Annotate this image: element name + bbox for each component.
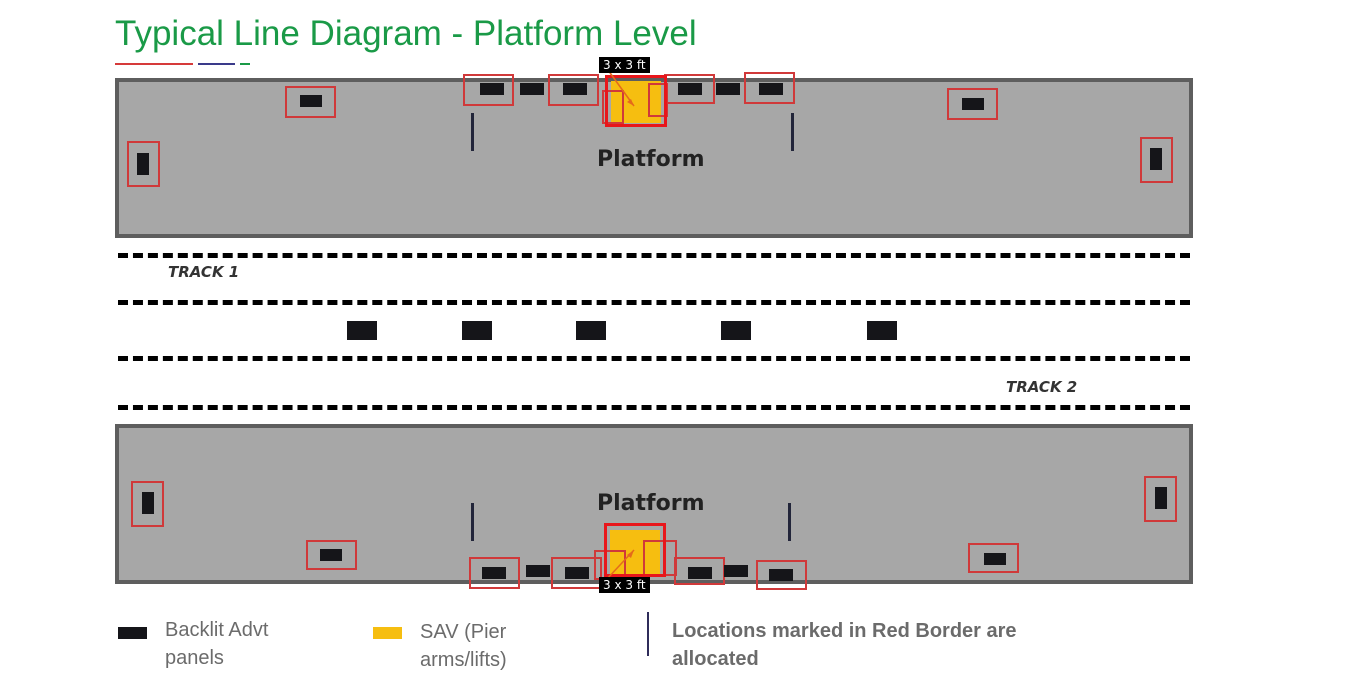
- red-border-marker: [306, 540, 357, 570]
- backlit-panel: [721, 321, 751, 340]
- legend-backlit-line1: Backlit Advt: [165, 619, 269, 641]
- track-rail: [118, 356, 1190, 361]
- backlit-panel: [724, 565, 748, 577]
- red-border-marker: [648, 83, 668, 117]
- backlit-panel: [962, 98, 984, 110]
- backlit-panel: [1155, 487, 1167, 509]
- red-border-marker: [1144, 476, 1177, 522]
- sav-red-border: [605, 75, 667, 127]
- backlit-panel: [984, 553, 1006, 565]
- legend-note-line2: allocated: [672, 648, 759, 670]
- backlit-panel: [678, 83, 702, 95]
- platform-top-label: Platform: [597, 147, 705, 172]
- backlit-panel: [520, 83, 544, 95]
- track-rail: [118, 300, 1190, 305]
- red-border-marker: [131, 481, 164, 527]
- red-border-marker: [602, 90, 624, 124]
- track-2-label: TRACK 2: [1006, 378, 1078, 396]
- diagram-title: Typical Line Diagram - Platform Level: [115, 14, 697, 53]
- sav-red-border: [604, 523, 666, 577]
- red-border-marker: [551, 557, 602, 589]
- red-border-marker: [744, 72, 795, 104]
- backlit-panel: [688, 567, 712, 579]
- sav-size-label: 3 x 3 ft: [599, 577, 650, 593]
- divider-bar: [791, 113, 794, 151]
- dimension-arrow-icon: [607, 69, 635, 107]
- divider-bar: [788, 503, 791, 541]
- backlit-panel: [867, 321, 897, 340]
- backlit-panel: [142, 492, 154, 514]
- legend-sav-line1: SAV (Pier: [420, 621, 507, 643]
- divider-bar: [471, 113, 474, 151]
- backlit-panel: [716, 83, 740, 95]
- track-rail: [118, 405, 1190, 410]
- divider-bar: [471, 503, 474, 541]
- backlit-panel: [563, 83, 587, 95]
- red-border-marker: [947, 88, 998, 120]
- backlit-panel: [480, 83, 504, 95]
- backlit-panel: [300, 95, 322, 107]
- backlit-panel: [347, 321, 377, 340]
- backlit-panel: [759, 83, 783, 95]
- legend-note-line1: Locations marked in Red Border are: [672, 620, 1017, 642]
- red-border-marker: [756, 560, 807, 590]
- red-border-marker: [127, 141, 160, 187]
- backlit-panel: [137, 153, 149, 175]
- dimension-arrow-icon: [605, 549, 635, 581]
- title-accent-green: [240, 63, 250, 65]
- legend-backlit-swatch: [118, 627, 147, 639]
- platform-bottom-label: Platform: [597, 491, 705, 516]
- red-border-marker: [548, 74, 599, 106]
- backlit-panel: [320, 549, 342, 561]
- track-rail: [118, 253, 1190, 258]
- legend-sav-swatch: [373, 627, 402, 639]
- track-1-label: TRACK 1: [168, 263, 240, 281]
- red-border-marker: [285, 86, 336, 118]
- red-border-marker: [469, 557, 520, 589]
- red-border-marker: [1140, 137, 1173, 183]
- backlit-panel: [462, 321, 492, 340]
- backlit-panel: [482, 567, 506, 579]
- backlit-panel: [1150, 148, 1162, 170]
- red-border-marker: [968, 543, 1019, 573]
- backlit-panel: [565, 567, 589, 579]
- backlit-panel: [576, 321, 606, 340]
- sav-size-label: 3 x 3 ft: [599, 57, 650, 73]
- backlit-panel: [526, 565, 550, 577]
- backlit-panel: [769, 569, 793, 581]
- title-accent-red: [115, 63, 193, 65]
- title-accent-blue: [198, 63, 235, 65]
- legend-sav-line2: arms/lifts): [420, 649, 507, 671]
- legend-divider: [647, 612, 649, 656]
- legend-backlit-line2: panels: [165, 647, 224, 669]
- red-border-marker: [463, 74, 514, 106]
